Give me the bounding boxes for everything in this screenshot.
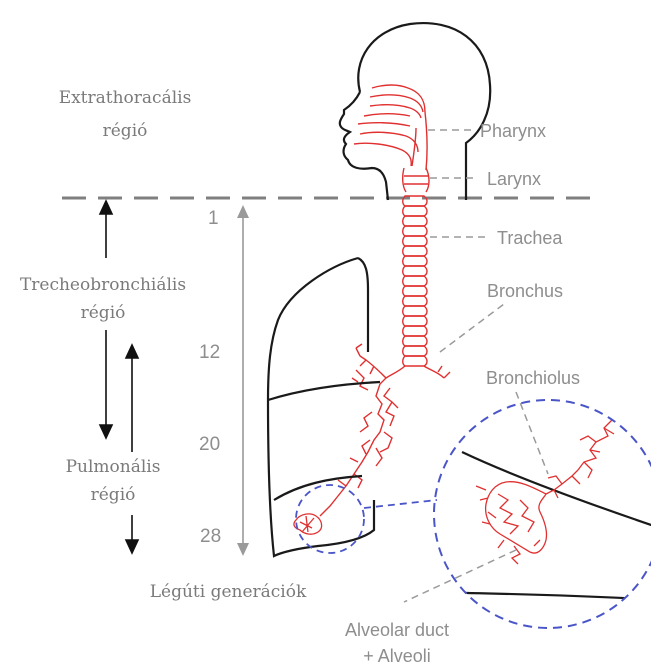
pulmonary-down-arrowhead xyxy=(126,540,138,553)
generation-axis-bottom-arrowhead xyxy=(237,543,249,556)
upper-lobe-twigs xyxy=(352,370,368,390)
trachea-rings xyxy=(403,196,427,366)
head-outline xyxy=(358,23,490,200)
pulmonary-up-arrowhead xyxy=(126,345,138,358)
extrathoracic-region-label-line1: Extrathoracális xyxy=(59,88,192,108)
tongue-top xyxy=(360,132,418,152)
tracheobronchial-region-label-line2: régió xyxy=(81,303,126,323)
alveolar-duct-label-line1: Alveolar duct xyxy=(345,620,449,640)
bronchiolus-label: Bronchiolus xyxy=(486,368,580,388)
nasal-turbinate-1 xyxy=(370,95,423,112)
bronchus-leader xyxy=(440,304,504,352)
zoom-fissure-lower xyxy=(434,592,651,600)
alveolar-cluster-small xyxy=(294,514,322,534)
trachea-label: Trachea xyxy=(497,228,563,248)
generation-axis-top-arrowhead xyxy=(237,205,249,218)
pharynx-label: Pharynx xyxy=(480,121,546,141)
generation-tick-1: 1 xyxy=(208,208,219,229)
extrathoracic-region-label-line2: régió xyxy=(103,121,148,141)
bronchiolus-leader xyxy=(516,392,548,474)
palate xyxy=(358,123,410,126)
pharynx-wall-front xyxy=(412,128,416,166)
nasal-turbinate-2 xyxy=(370,105,421,118)
nasal-floor xyxy=(364,114,410,116)
face-profile xyxy=(340,92,388,200)
bronchial-tree xyxy=(320,344,450,516)
distal-twigs xyxy=(338,458,362,488)
tracheobronchial-down-arrowhead xyxy=(100,425,112,438)
right-bronchus-twigs xyxy=(438,366,450,378)
zoom-fissure-upper xyxy=(462,452,651,528)
generation-tick-12: 12 xyxy=(199,342,220,363)
tongue-bottom xyxy=(354,143,411,166)
bronchus-label: Bronchus xyxy=(487,281,563,301)
lung-medial-edge xyxy=(358,258,368,352)
generation-tick-20: 20 xyxy=(199,434,220,455)
pharynx-wall-back xyxy=(425,112,427,170)
upper-airway xyxy=(354,85,429,192)
tracheobronchial-up-arrowhead xyxy=(100,201,112,214)
pulmonary-region-label-line2: régió xyxy=(91,485,136,505)
larynx-rings xyxy=(404,176,428,184)
tracheobronchial-region-label-line1: Trecheobronchiális xyxy=(20,275,186,295)
larynx-label: Larynx xyxy=(487,169,541,189)
larynx-outline xyxy=(403,168,429,192)
airway-generations-title: Légúti generációk xyxy=(150,582,307,602)
generation-tick-28: 28 xyxy=(200,526,221,547)
generation-axis: 1 12 20 28 xyxy=(199,205,249,556)
upper-fissure xyxy=(268,382,380,400)
nasal-cavity-roof xyxy=(372,85,425,112)
lung-contour xyxy=(268,258,374,556)
lower-lobe-right-twigs xyxy=(376,432,392,466)
descending-bronchus xyxy=(320,384,384,516)
pulmonary-region-label-line1: Pulmonális xyxy=(66,457,161,477)
leader-lines xyxy=(404,130,548,602)
alveolar-duct-label-line2: + Alveoli xyxy=(363,646,431,666)
zoom-bronchiole-tree xyxy=(476,420,614,564)
upper-lobe-branches xyxy=(356,344,386,378)
middle-branches xyxy=(384,388,398,426)
